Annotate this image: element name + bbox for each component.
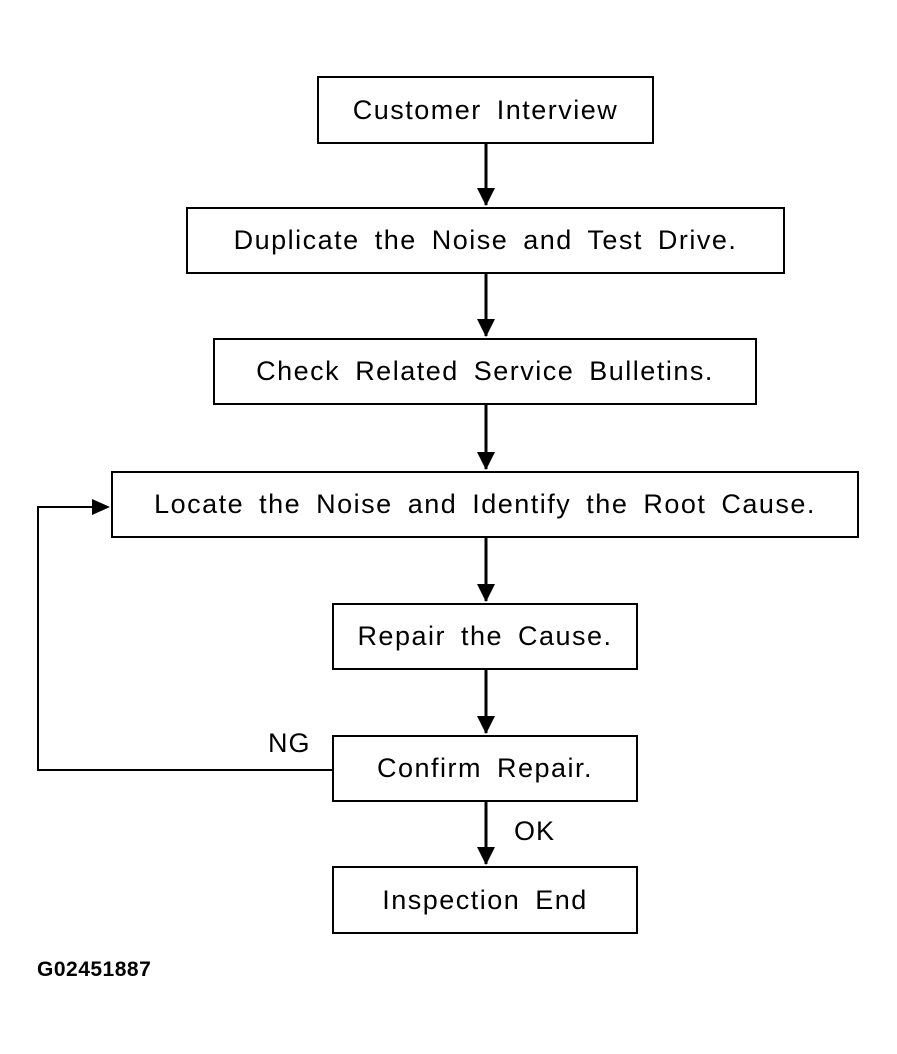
step-repair-cause: Repair the Cause.	[332, 603, 638, 670]
arrowhead-repair	[477, 584, 495, 602]
step-label: Locate the Noise and Identify the Root C…	[154, 489, 816, 519]
ng-feedback-loop	[37, 506, 333, 771]
arrowhead-end	[477, 847, 495, 865]
ng-branch-label: NG	[268, 728, 311, 758]
ok-branch-label: OK	[514, 816, 556, 846]
step-locate-noise: Locate the Noise and Identify the Root C…	[111, 471, 859, 538]
step-label: Repair the Cause.	[357, 621, 613, 651]
step-label: Check Related Service Bulletins.	[256, 356, 714, 386]
arrowhead-confirm	[477, 716, 495, 734]
arrowhead-duplicate	[477, 188, 495, 206]
step-inspection-end: Inspection End	[332, 866, 638, 934]
step-check-bulletins: Check Related Service Bulletins.	[213, 338, 757, 405]
step-label: Confirm Repair.	[376, 753, 594, 783]
step-customer-interview: Customer Interview	[317, 76, 654, 144]
arrowhead-locate	[477, 452, 495, 470]
step-duplicate-noise: Duplicate the Noise and Test Drive.	[186, 207, 785, 274]
step-label: Duplicate the Noise and Test Drive.	[233, 225, 738, 255]
step-confirm-repair: Confirm Repair.	[332, 735, 638, 802]
arrowhead-ng-loop	[92, 499, 110, 515]
figure-id: G02451887	[37, 958, 152, 981]
arrowhead-bulletins	[477, 319, 495, 337]
step-label: Customer Interview	[352, 94, 619, 125]
step-label: Inspection End	[382, 884, 588, 915]
